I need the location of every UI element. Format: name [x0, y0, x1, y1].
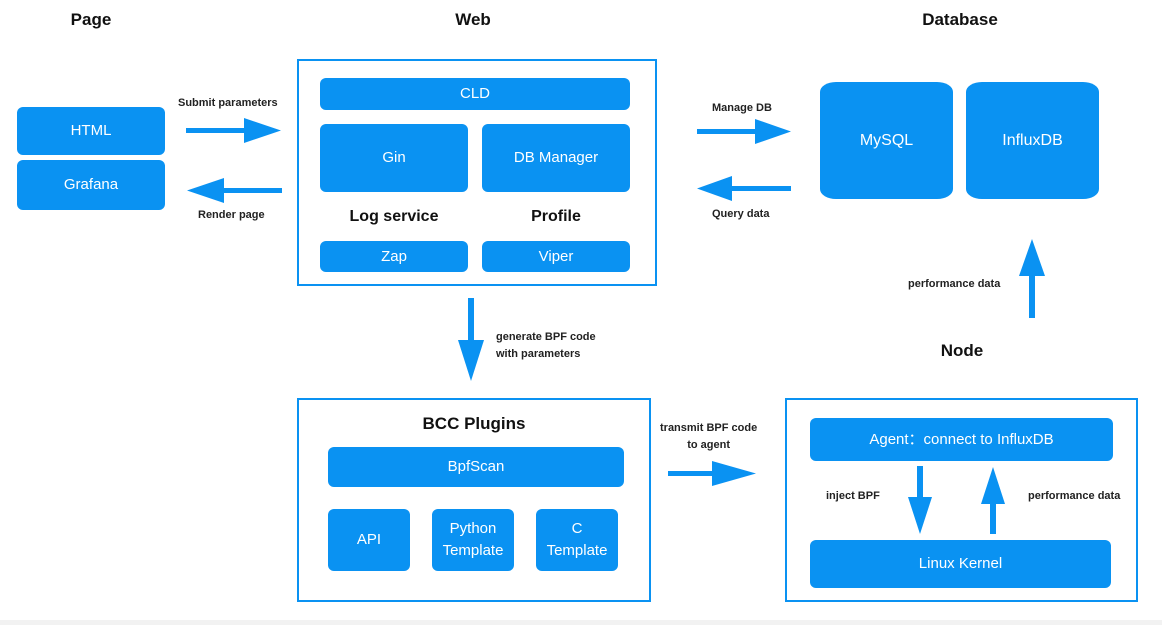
heading-web: Web: [455, 10, 491, 29]
api-box: API: [328, 509, 410, 571]
manage-db-arrow: [697, 119, 791, 144]
query-data-label: Query data: [712, 208, 770, 220]
c-template-box: C Template: [536, 509, 618, 571]
cld-box: CLD: [320, 78, 630, 110]
python-template-box: Python Template: [432, 509, 514, 571]
profile-label: Profile: [531, 208, 581, 225]
performance-data-node-label: performance data: [1028, 490, 1121, 502]
generate-bpf-arrow: [458, 298, 484, 381]
query-data-arrow: [697, 176, 791, 201]
heading-page: Page: [70, 10, 112, 29]
gin-box: Gin: [320, 124, 468, 192]
inject-bpf-label: inject BPF: [826, 490, 880, 502]
submit-parameters-label: Submit parameters: [178, 97, 278, 109]
viper-box: Viper: [482, 241, 630, 272]
performance-data-up-arrow: [1019, 239, 1045, 318]
bottom-strip: [0, 620, 1162, 625]
log-service-label: Log service: [349, 208, 439, 225]
html-box: HTML: [17, 107, 165, 155]
render-page-arrow: [187, 178, 282, 203]
transmit-bpf-arrow: [668, 461, 756, 486]
heading-database: Database: [922, 10, 998, 29]
transmit-bpf-label: transmit BPF code to agent: [660, 422, 758, 451]
influxdb-cylinder: InfluxDB: [966, 82, 1099, 199]
mysql-cylinder: MySQL: [820, 82, 953, 199]
inject-bpf-arrow: [908, 466, 932, 534]
grafana-box: Grafana: [17, 160, 165, 210]
generate-bpf-label: generate BPF code with parameters: [496, 331, 596, 360]
agent-box: Agent：connect to InfluxDB: [810, 418, 1113, 461]
bpfscan-box: BpfScan: [328, 447, 624, 487]
linux-kernel-box: Linux Kernel: [810, 540, 1111, 588]
zap-box: Zap: [320, 241, 468, 272]
performance-data-up-label: performance data: [908, 278, 1001, 290]
heading-node: Node: [940, 341, 984, 360]
render-page-label: Render page: [198, 209, 265, 221]
manage-db-label: Manage DB: [712, 102, 772, 114]
bcc-plugins-title: BCC Plugins: [422, 414, 526, 433]
submit-parameters-arrow: [186, 118, 281, 143]
performance-data-node-arrow: [981, 467, 1005, 534]
db-manager-box: DB Manager: [482, 124, 630, 192]
